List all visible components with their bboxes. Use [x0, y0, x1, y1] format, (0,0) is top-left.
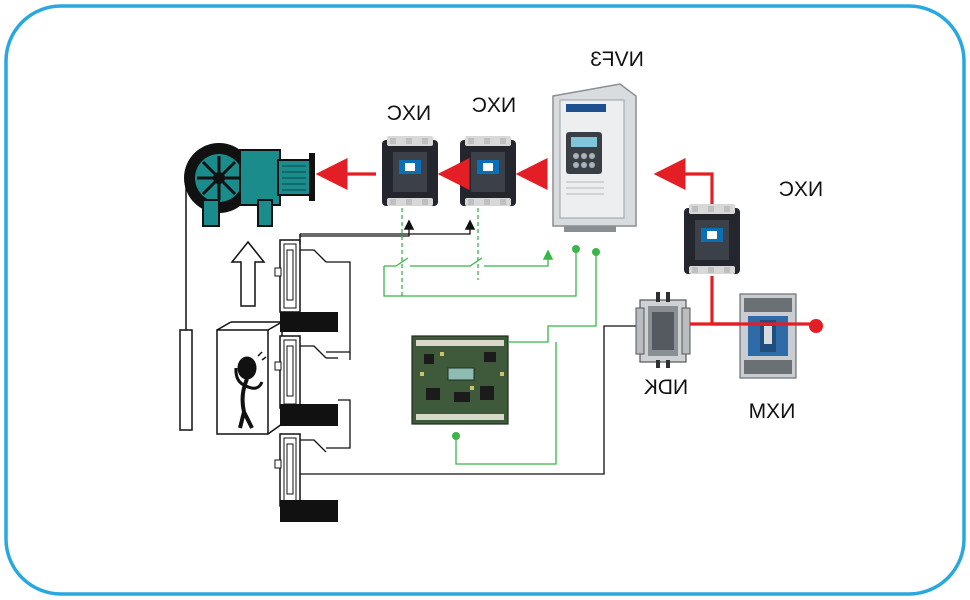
power-wiring [315, 158, 812, 326]
traction-motor [184, 143, 315, 227]
door-interlock-wiring [299, 219, 640, 475]
contactor-right [684, 204, 740, 274]
floor-unit-middle [274, 335, 338, 426]
up-arrow-icon [230, 240, 266, 307]
breaker-nxm [739, 293, 797, 379]
signal-wiring [383, 208, 597, 465]
label-transformer: NDK [644, 376, 688, 399]
outer-frame [4, 4, 966, 596]
label-contactor-right: NXC [779, 178, 823, 201]
label-contactor-mid: NXC [472, 94, 516, 117]
passenger-figure [234, 351, 267, 429]
label-vfd: NVF3 [590, 48, 644, 71]
controller-board [411, 335, 509, 425]
label-contactor-left: NXC [387, 102, 431, 125]
contactor-mid [460, 136, 516, 206]
floor-unit-bottom [274, 433, 338, 522]
elevator-car [216, 320, 283, 435]
contactor-left [382, 136, 438, 206]
transformer-ndk [635, 292, 691, 368]
label-breaker: NXM [749, 400, 796, 423]
counterweight [179, 329, 193, 431]
floor-unit-top [274, 239, 338, 332]
component-labels: NVF3 NXC NXC NXC NDK NXM [387, 48, 823, 423]
power-source-terminal [809, 319, 823, 333]
inverter-nvf3 [552, 83, 637, 232]
